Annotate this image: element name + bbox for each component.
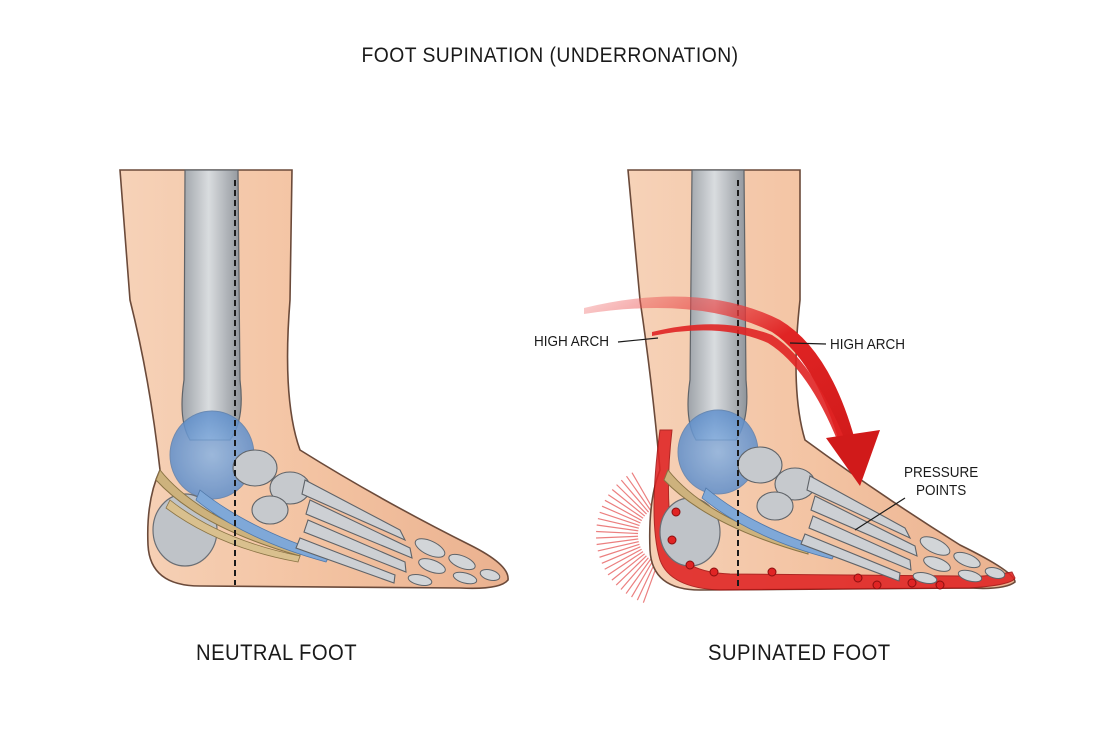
supinated-foot-caption: SUPINATED FOOT [708,640,891,665]
high-arch-label-left: HIGH ARCH [534,333,610,350]
supinated-metatarsals [800,475,918,582]
supination-arrowhead [826,430,880,486]
heel-pressure-ray [599,511,640,527]
diagram-title: FOOT SUPINATION (UNDERRONATION) [361,44,739,67]
heel-pressure-ray [599,543,640,558]
neutral-foot-illustration [119,169,509,590]
neutral-tarsal-bones [232,449,311,525]
heel-pressure-ray [615,555,647,586]
high-arch-left-leader [617,337,659,343]
heel-pressure-ray [604,499,642,522]
neutral-tibia [181,169,242,441]
pressure-points-leader [854,497,906,531]
pressure-points-label: PRESSURE POINTS [904,464,978,500]
neutral-foot-caption: NEUTRAL FOOT [196,640,358,665]
heel-pressure-ray [604,548,642,570]
heel-pressure-ray [620,557,649,590]
heel-pressure-ray [636,561,656,601]
neutral-tendon-2 [165,499,301,563]
heel-pressure-rays [596,472,659,603]
heel-pressure-ray [601,546,641,564]
heel-pressure-ray [626,475,652,511]
heel-pressure-ray [597,517,639,529]
heel-pressure-ray [596,524,639,532]
neutral-phalanges [407,538,501,586]
supinated-phalanges [912,536,1006,584]
heel-pressure-ray [631,560,654,598]
heel-pressure-ray [631,472,654,510]
heel-pressure-ray [597,541,639,552]
neutral-blue-tendon [195,489,331,563]
heel-pressure-ray [596,538,639,546]
pressure-points-line-2: POINTS [916,482,967,499]
pressure-point-dots [667,507,945,590]
high-arch-label-right: HIGH ARCH [830,336,906,353]
neutral-metatarsals [295,479,413,584]
high-arch-right-leader [789,342,827,345]
heel-pressure-ray [607,494,644,519]
heel-pressure-ray [601,505,641,524]
pressure-points-line-1: PRESSURE [904,464,979,481]
supinated-foot-illustration [584,169,1016,603]
heel-pressure-ray [596,535,639,539]
supination-arrow [584,296,855,445]
heel-pressure-ray [611,489,646,517]
heel-pressure-ray [616,484,647,515]
heel-pressure-ray [607,551,644,576]
heel-pressure-ray [611,553,645,581]
heel-pressure-ray [625,559,652,594]
heel-pressure-ray [620,479,650,513]
heel-pressure-ray [596,530,639,535]
